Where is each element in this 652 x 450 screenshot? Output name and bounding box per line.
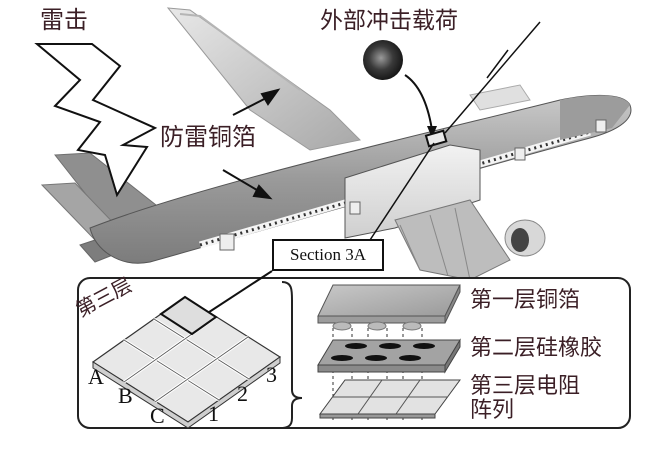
impact-ball: [363, 40, 403, 80]
brace: [279, 281, 303, 429]
section-3a-label: Section 3A: [272, 239, 384, 271]
label-lightning-strike: 雷击: [40, 6, 88, 34]
label-layer3-resistor-array-2: 阵列: [470, 398, 515, 423]
grid-col-2: 2: [237, 381, 248, 406]
lightning-bolt-icon: [34, 43, 158, 198]
layer-stack: [317, 284, 461, 420]
copper-foil-arrows: [222, 88, 281, 200]
label-layer3-resistor-array: 第三层电阻: [470, 374, 581, 399]
grid-col-3: 3: [266, 362, 277, 387]
far-wing: [166, 7, 362, 151]
resistor-grid: [91, 295, 282, 429]
grid-row-a: A: [88, 364, 104, 389]
label-external-impact-load: 外部冲击载荷: [320, 8, 458, 34]
label-layer1-copper-foil: 第一层铜箔: [470, 288, 581, 313]
section-3a-text: Section 3A: [289, 245, 367, 264]
grid-row-c: C: [150, 403, 165, 428]
near-wing: [394, 84, 546, 281]
label-lightning-copper-foil: 防雷铜箔: [160, 123, 256, 151]
label-layer2-silicone-rubber: 第二层硅橡胶: [470, 336, 603, 361]
grid-row-b: B: [118, 383, 133, 408]
fuselage: [89, 95, 632, 264]
grid-col-1: 1: [208, 401, 219, 426]
